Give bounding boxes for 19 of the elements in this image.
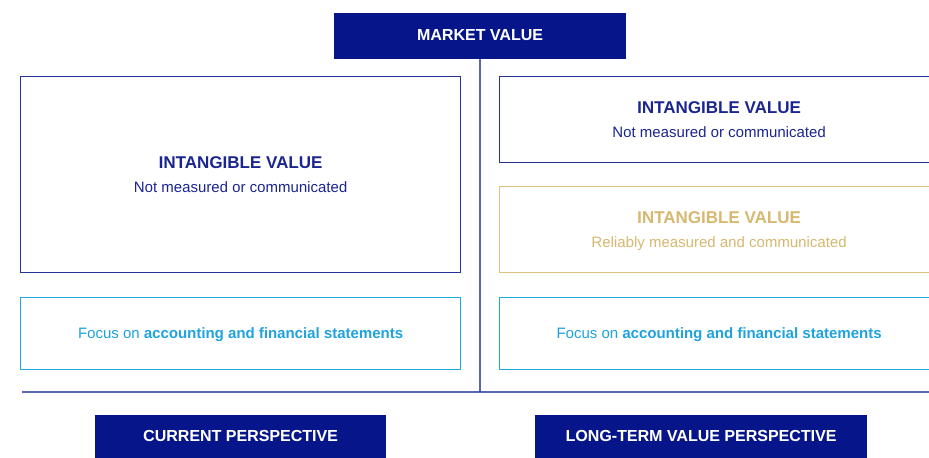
box-heading: INTANGIBLE VALUE [158, 153, 322, 173]
box-label: CURRENT PERSPECTIVE [143, 428, 338, 446]
box-text: Not measured or communicated [612, 124, 826, 141]
value-box [499, 186, 929, 273]
perspective-box [535, 415, 867, 458]
box-heading: INTANGIBLE VALUE [637, 208, 801, 228]
value-box [499, 76, 929, 163]
box-label: MARKET VALUE [417, 27, 543, 45]
title-box [334, 13, 626, 59]
value-box [20, 76, 461, 273]
focus-box [20, 297, 461, 370]
box-label: Focus on accounting and financial statements [556, 325, 882, 342]
box-label: LONG-TERM VALUE PERSPECTIVE [566, 428, 836, 446]
box-text: Reliably measured and communicated [591, 234, 847, 251]
box-label: Focus on accounting and financial statements [78, 325, 404, 342]
focus-box [499, 297, 929, 370]
box-text: Not measured or communicated [134, 179, 348, 196]
box-heading: INTANGIBLE VALUE [637, 98, 801, 118]
perspective-box [95, 415, 386, 458]
